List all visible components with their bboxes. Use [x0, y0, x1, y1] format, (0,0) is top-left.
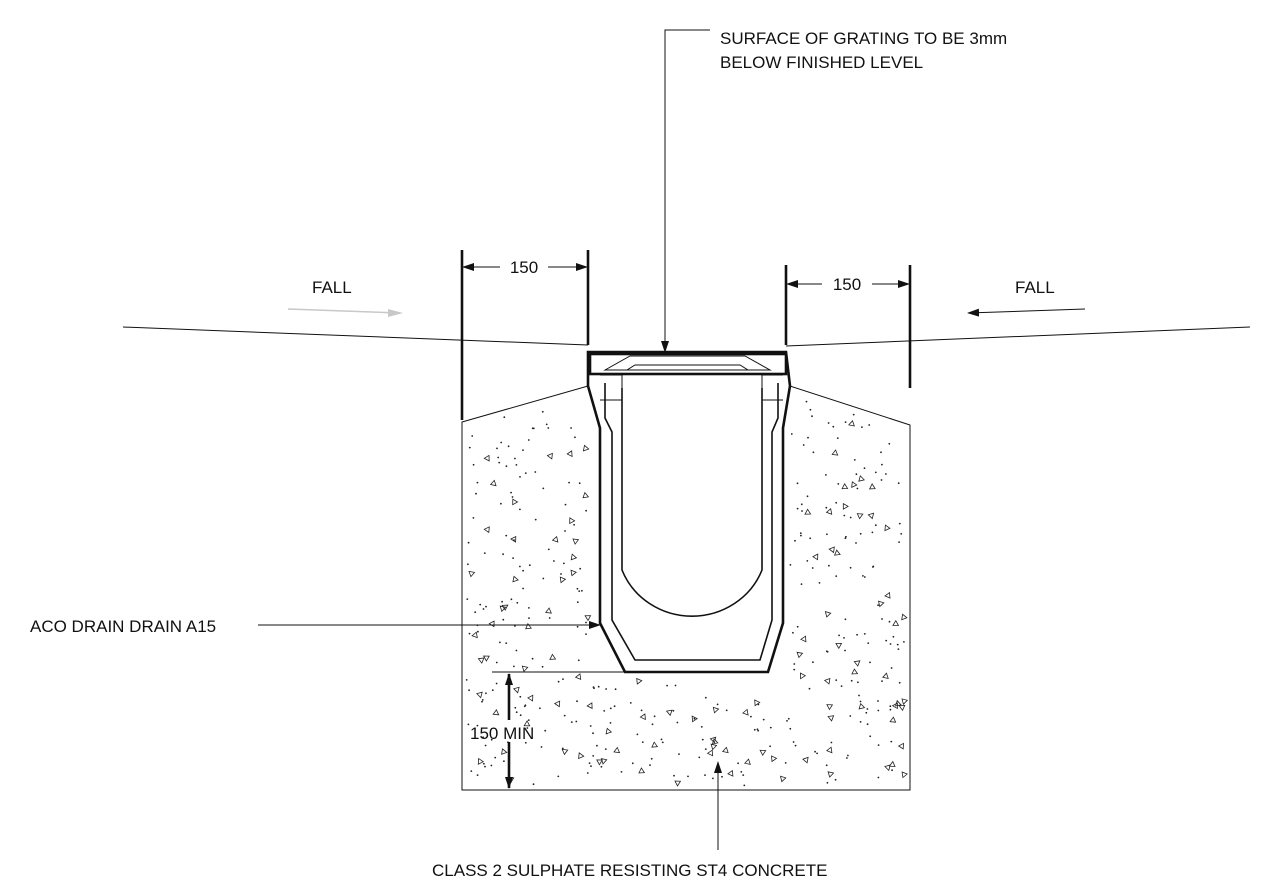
channel-rebate-right [761, 374, 783, 401]
channel-u-profile [621, 388, 763, 617]
dim-bottom-value: 150 MIN [470, 724, 534, 743]
ground-line-left [122, 326, 589, 346]
concrete-aggregate-hatch [465, 400, 909, 787]
channel-rebate-left [600, 374, 623, 401]
ground-line-right [785, 326, 1251, 347]
grating-note-leader [661, 29, 710, 353]
drain-label: ACO DRAIN DRAIN A15 [30, 617, 216, 636]
fall-right-label: FALL [1015, 278, 1055, 297]
fall-left-arrow [287, 308, 401, 314]
grating-frame [588, 352, 788, 376]
dim-left-value: 150 [510, 258, 538, 277]
dim-right-value: 150 [833, 275, 861, 294]
aco-drain-channel [586, 350, 792, 674]
fall-right-arrow [967, 308, 1086, 317]
channel-inner-wall [604, 383, 779, 661]
concrete-label: CLASS 2 SULPHATE RESISTING ST4 CONCRETE [432, 861, 828, 876]
grating-note-line2: BELOW FINISHED LEVEL [720, 53, 923, 72]
grating-note-line1: SURFACE OF GRATING TO BE 3mm [720, 29, 1007, 48]
fall-left-label: FALL [312, 278, 352, 297]
fall-left-arrowhead [388, 309, 403, 317]
grating-profile [603, 355, 772, 371]
